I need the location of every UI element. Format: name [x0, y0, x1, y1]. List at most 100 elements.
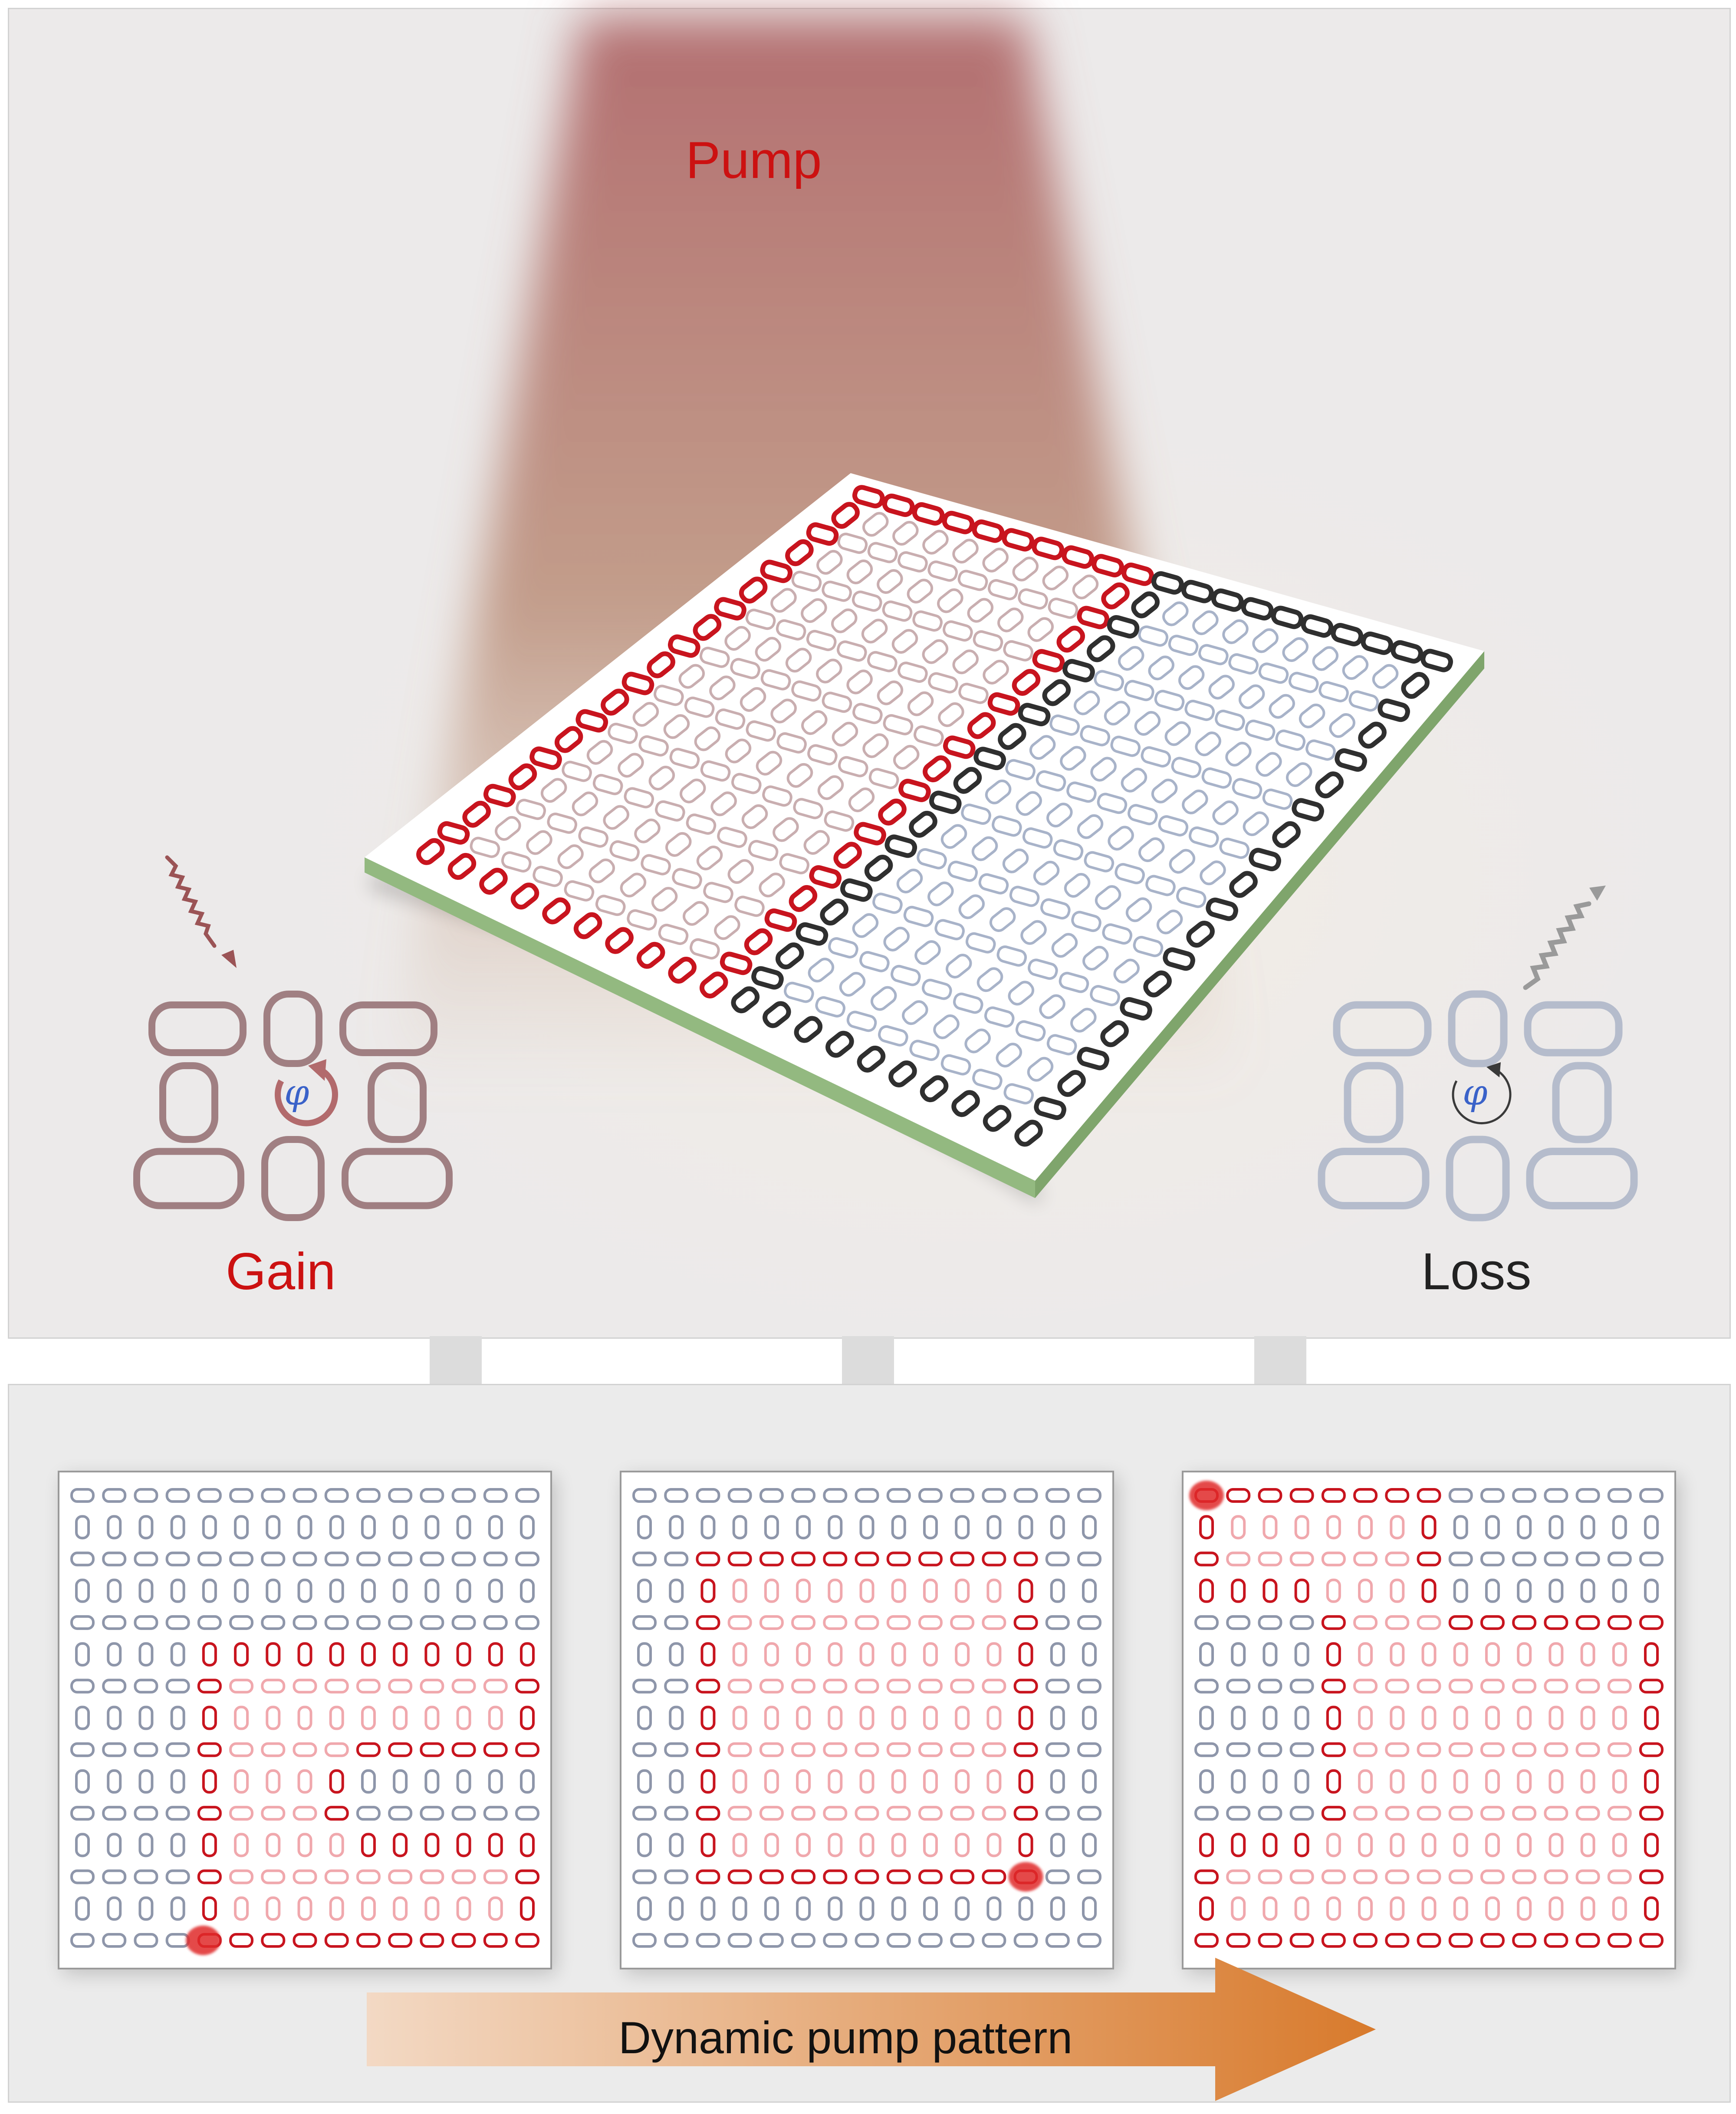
ring-resonator	[983, 659, 1009, 685]
ring-resonator	[1148, 655, 1175, 681]
ring-resonator	[972, 1069, 1003, 1090]
gain-unit-cell	[133, 991, 453, 1221]
ring-resonator	[1184, 700, 1215, 721]
ring-resonator	[1056, 626, 1085, 653]
ring-resonator	[1361, 631, 1394, 655]
ring-resonator	[526, 830, 552, 855]
ring-resonator	[806, 630, 837, 651]
ring-resonator	[572, 791, 598, 817]
ring-resonator	[779, 853, 809, 875]
ring-resonator	[912, 502, 945, 526]
ring-resonator	[934, 919, 965, 941]
ring-resonator	[1102, 923, 1133, 945]
ring-resonator	[951, 1090, 980, 1117]
ring-resonator	[1100, 1020, 1129, 1047]
ring-resonator	[891, 629, 918, 654]
ring-resonator	[877, 569, 903, 594]
ring-resonator	[882, 494, 915, 517]
ring-resonator	[1020, 920, 1047, 945]
ring-resonator	[868, 768, 899, 789]
ring-resonator	[992, 815, 1022, 837]
ring-resonator	[1391, 640, 1424, 664]
ring-resonator	[1243, 811, 1269, 836]
ring-resonator	[822, 580, 852, 602]
ring-resonator	[854, 822, 886, 846]
ring-resonator	[923, 755, 951, 783]
ring-resonator	[820, 899, 848, 926]
ring-resonator	[882, 600, 913, 622]
ring-resonator	[1232, 778, 1263, 800]
ring-resonator	[861, 619, 888, 644]
ring-resonator	[725, 738, 752, 764]
ring-resonator	[1206, 897, 1238, 921]
ring-resonator	[1049, 715, 1080, 736]
dynamic-pump-label: Dynamic pump pattern	[618, 2013, 1073, 2063]
ring-resonator	[927, 560, 958, 582]
ring-resonator	[982, 547, 1009, 573]
ring-resonator	[483, 784, 516, 807]
ring-resonator	[1064, 873, 1091, 898]
ring-resonator	[1097, 793, 1128, 814]
ring-resonator	[785, 539, 814, 566]
ring-resonator	[1032, 649, 1065, 673]
ring-resonator	[1331, 623, 1364, 646]
ring-resonator	[1015, 1020, 1046, 1042]
ring-resonator	[809, 865, 842, 889]
ring-resonator	[608, 723, 638, 744]
ring-resonator	[862, 733, 889, 758]
ring-resonator	[1120, 997, 1152, 1021]
ring-resonator	[1252, 628, 1279, 653]
ring-resonator	[1138, 625, 1169, 647]
ring-resonator	[1046, 803, 1073, 828]
ring-resonator	[1071, 911, 1101, 932]
ring-resonator	[1070, 1008, 1097, 1033]
ring-resonator	[1524, 1001, 1623, 1057]
ring-resonator	[883, 926, 910, 952]
ring-resonator	[1401, 672, 1430, 699]
ring-resonator	[689, 938, 720, 960]
ring-resonator	[770, 588, 797, 613]
ring-resonator	[682, 901, 709, 926]
ring-resonator	[760, 669, 791, 691]
ring-resonator	[554, 726, 583, 753]
ring-resonator	[898, 662, 928, 683]
ring-resonator	[714, 915, 740, 940]
ring-resonator	[715, 708, 746, 730]
hotspot-marker	[1189, 1481, 1224, 1510]
ring-resonator	[700, 760, 731, 782]
ring-resonator	[917, 848, 947, 869]
ring-resonator	[1269, 694, 1295, 719]
ring-resonator	[884, 834, 917, 858]
ring-resonator	[1115, 863, 1145, 885]
ring-resonator	[1090, 985, 1120, 1007]
ring-resonator	[817, 775, 844, 800]
ring-resonator	[621, 672, 654, 695]
ring-resonator	[978, 873, 1009, 895]
ring-resonator	[972, 519, 1005, 543]
ring-resonator	[1062, 659, 1095, 682]
ring-resonator	[964, 1028, 991, 1054]
ring-resonator	[1272, 821, 1301, 848]
ring-resonator	[1198, 644, 1229, 665]
ring-resonator	[748, 840, 779, 861]
ring-resonator	[808, 958, 835, 983]
ring-resonator	[877, 680, 904, 705]
hotspot-marker	[186, 1926, 221, 1955]
phase-symbol-gain: φ	[284, 1072, 309, 1113]
ring-resonator	[1158, 815, 1189, 836]
ring-resonator	[1077, 814, 1104, 839]
ring-resonator	[836, 640, 867, 662]
ring-resonator	[1192, 610, 1219, 636]
ring-resonator	[1092, 554, 1124, 578]
ring-resonator	[846, 1011, 877, 1032]
ring-resonator	[952, 649, 979, 675]
ring-resonator	[667, 634, 700, 658]
ring-resonator	[592, 774, 623, 795]
ring-resonator	[1003, 1083, 1034, 1105]
ring-resonator	[945, 954, 972, 979]
ring-resonator	[651, 887, 678, 912]
circular-arrow-icon	[274, 1059, 338, 1126]
ring-resonator	[703, 882, 733, 903]
ring-resonator	[870, 986, 897, 1011]
